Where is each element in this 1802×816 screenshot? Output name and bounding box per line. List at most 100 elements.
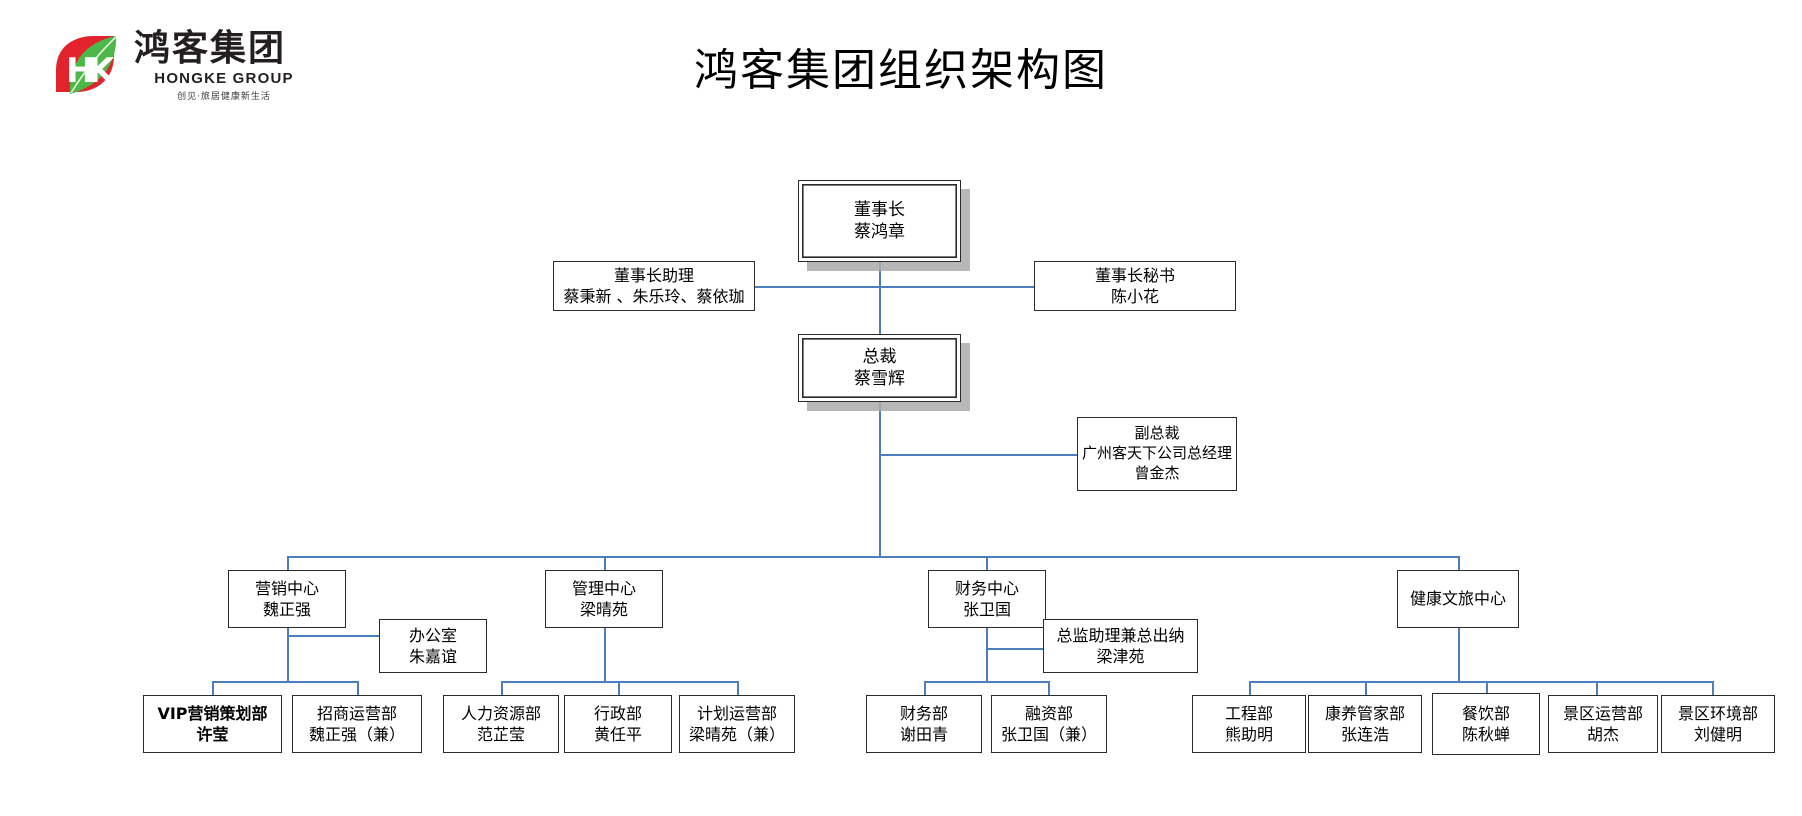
node-chairman-secretary-title: 董事长秘书 bbox=[1094, 265, 1175, 285]
connector-drop-scenic-env bbox=[1712, 681, 1714, 695]
connector-drop-management bbox=[604, 556, 606, 570]
connector-centers-bus bbox=[287, 556, 1458, 558]
node-management-center-title: 管理中心 bbox=[571, 578, 636, 598]
node-marketing-center[interactable]: 营销中心 魏正强 bbox=[228, 570, 346, 628]
connector-vice-president bbox=[879, 454, 1077, 456]
node-finance-assistant-name: 梁津苑 bbox=[1096, 647, 1145, 666]
node-engineering-title: 工程部 bbox=[1224, 703, 1273, 723]
node-catering-title: 餐饮部 bbox=[1461, 703, 1510, 723]
node-chairman-assistant-title: 董事长助理 bbox=[613, 265, 694, 285]
node-chairman-secretary-name: 陈小花 bbox=[1110, 287, 1159, 306]
node-health-center-title: 健康文旅中心 bbox=[1409, 589, 1506, 609]
logo-name-cn: 鸿客集团 bbox=[134, 28, 287, 69]
connector-chairman-president bbox=[879, 262, 881, 334]
node-investment-ops-name: 魏正强（兼） bbox=[308, 725, 405, 744]
node-health-steward-name: 张连浩 bbox=[1340, 725, 1389, 744]
node-vice-president[interactable]: 副总裁 广州客天下公司总经理 曾金杰 bbox=[1077, 417, 1237, 491]
node-finance-center[interactable]: 财务中心 张卫国 bbox=[928, 570, 1046, 628]
svg-text:H: H bbox=[66, 51, 94, 91]
node-finance-dept-name: 谢田青 bbox=[899, 725, 948, 744]
node-marketing-center-name: 魏正强 bbox=[262, 600, 311, 619]
svg-text:K: K bbox=[88, 51, 116, 91]
node-administration[interactable]: 行政部 黄任平 bbox=[564, 695, 672, 753]
node-investment-ops[interactable]: 招商运营部 魏正强（兼） bbox=[292, 695, 422, 753]
hongke-leaf-logo-icon: H K bbox=[50, 30, 122, 102]
node-scenic-env[interactable]: 景区环境部 刘健明 bbox=[1661, 695, 1775, 753]
node-human-resources[interactable]: 人力资源部 范芷莹 bbox=[443, 695, 559, 753]
node-scenic-env-name: 刘健明 bbox=[1693, 725, 1742, 744]
node-financing-dept-name: 张卫国（兼） bbox=[1000, 725, 1097, 744]
connector-drop-investment-ops bbox=[357, 681, 359, 695]
logo-tagline: 创见·旅居健康新生活 bbox=[177, 92, 271, 102]
node-administration-name: 黄任平 bbox=[593, 725, 642, 744]
node-chairman-title: 董事长 bbox=[854, 199, 905, 220]
node-chairman-secretary[interactable]: 董事长秘书 陈小花 bbox=[1034, 261, 1236, 311]
node-vip-marketing-title: VIP营销策划部 bbox=[157, 703, 268, 723]
node-office-name: 朱嘉谊 bbox=[408, 647, 457, 666]
connector-secretary bbox=[879, 286, 1034, 288]
connector-finance-down bbox=[986, 613, 988, 681]
node-scenic-ops[interactable]: 景区运营部 胡杰 bbox=[1548, 695, 1658, 753]
node-president-title: 总裁 bbox=[862, 346, 897, 367]
node-finance-dept[interactable]: 财务部 谢田青 bbox=[866, 695, 982, 753]
connector-drop-financing-dept bbox=[1048, 681, 1050, 695]
node-engineering-name: 熊助明 bbox=[1224, 725, 1273, 744]
connector-drop-engineering bbox=[1249, 681, 1251, 695]
node-catering-name: 陈秋蝉 bbox=[1461, 725, 1510, 744]
node-health-steward[interactable]: 康养管家部 张连浩 bbox=[1308, 695, 1422, 753]
connector-drop-administration bbox=[618, 681, 620, 695]
node-planning-ops[interactable]: 计划运营部 梁晴苑（兼） bbox=[679, 695, 795, 753]
page-title: 鸿客集团组织架构图 bbox=[694, 45, 1108, 96]
node-management-center[interactable]: 管理中心 梁晴苑 bbox=[545, 570, 663, 628]
node-vip-marketing-name: 许莹 bbox=[196, 725, 229, 744]
node-human-resources-title: 人力资源部 bbox=[460, 703, 541, 723]
node-vice-president-title: 副总裁 bbox=[1134, 424, 1180, 443]
connector-marketing-bus bbox=[212, 681, 357, 683]
node-engineering[interactable]: 工程部 熊助明 bbox=[1192, 695, 1306, 753]
node-vip-marketing[interactable]: VIP营销策划部 许莹 bbox=[143, 695, 282, 753]
connector-health-bus bbox=[1249, 681, 1712, 683]
node-planning-ops-name: 梁晴苑（兼） bbox=[688, 725, 785, 744]
node-president[interactable]: 总裁 蔡雪辉 bbox=[798, 334, 961, 402]
connector-drop-marketing bbox=[287, 556, 289, 570]
node-chairman[interactable]: 董事长 蔡鸿章 bbox=[798, 180, 961, 262]
connector-drop-catering bbox=[1486, 681, 1488, 695]
node-chairman-name: 蔡鸿章 bbox=[854, 222, 905, 242]
node-finance-center-name: 张卫国 bbox=[962, 600, 1011, 619]
node-president-name: 蔡雪辉 bbox=[854, 369, 905, 389]
node-scenic-env-title: 景区环境部 bbox=[1677, 703, 1758, 723]
connector-finance-assistant bbox=[986, 648, 1043, 650]
node-human-resources-name: 范芷莹 bbox=[476, 725, 525, 744]
node-management-center-name: 梁晴苑 bbox=[579, 600, 628, 619]
node-chairman-assistant-name: 蔡秉新 、朱乐玲、蔡依珈 bbox=[563, 287, 745, 306]
node-chairman-assistant[interactable]: 董事长助理 蔡秉新 、朱乐玲、蔡依珈 bbox=[553, 261, 755, 311]
connector-drop-finance bbox=[986, 556, 988, 570]
logo-name-en: HONGKE GROUP bbox=[154, 70, 294, 87]
connector-drop-finance-dept bbox=[924, 681, 926, 695]
node-finance-dept-title: 财务部 bbox=[899, 703, 948, 723]
connector-drop-planning-ops bbox=[737, 681, 739, 695]
node-planning-ops-title: 计划运营部 bbox=[696, 703, 777, 723]
node-vice-president-name: 曾金杰 bbox=[1134, 463, 1180, 482]
connector-drop-scenic-ops bbox=[1596, 681, 1598, 695]
node-investment-ops-title: 招商运营部 bbox=[316, 703, 397, 723]
node-office[interactable]: 办公室 朱嘉谊 bbox=[379, 619, 487, 673]
node-administration-title: 行政部 bbox=[593, 703, 642, 723]
node-health-center[interactable]: 健康文旅中心 bbox=[1397, 570, 1519, 628]
connector-office bbox=[287, 635, 379, 637]
node-health-steward-title: 康养管家部 bbox=[1324, 703, 1405, 723]
node-catering[interactable]: 餐饮部 陈秋蝉 bbox=[1432, 693, 1540, 755]
node-finance-center-title: 财务中心 bbox=[954, 578, 1019, 598]
connector-president-spine bbox=[879, 402, 881, 556]
connector-finance-bus bbox=[924, 681, 1048, 683]
node-vice-president-subtitle: 广州客天下公司总经理 bbox=[1081, 444, 1232, 463]
node-scenic-ops-title: 景区运营部 bbox=[1562, 703, 1643, 723]
connector-health-down bbox=[1458, 613, 1460, 681]
connector-drop-health-steward bbox=[1365, 681, 1367, 695]
node-financing-dept[interactable]: 融资部 张卫国（兼） bbox=[991, 695, 1107, 753]
node-finance-assistant[interactable]: 总监助理兼总出纳 梁津苑 bbox=[1043, 619, 1198, 673]
node-financing-dept-title: 融资部 bbox=[1024, 703, 1073, 723]
connector-management-down bbox=[604, 613, 606, 681]
node-office-title: 办公室 bbox=[408, 625, 457, 645]
